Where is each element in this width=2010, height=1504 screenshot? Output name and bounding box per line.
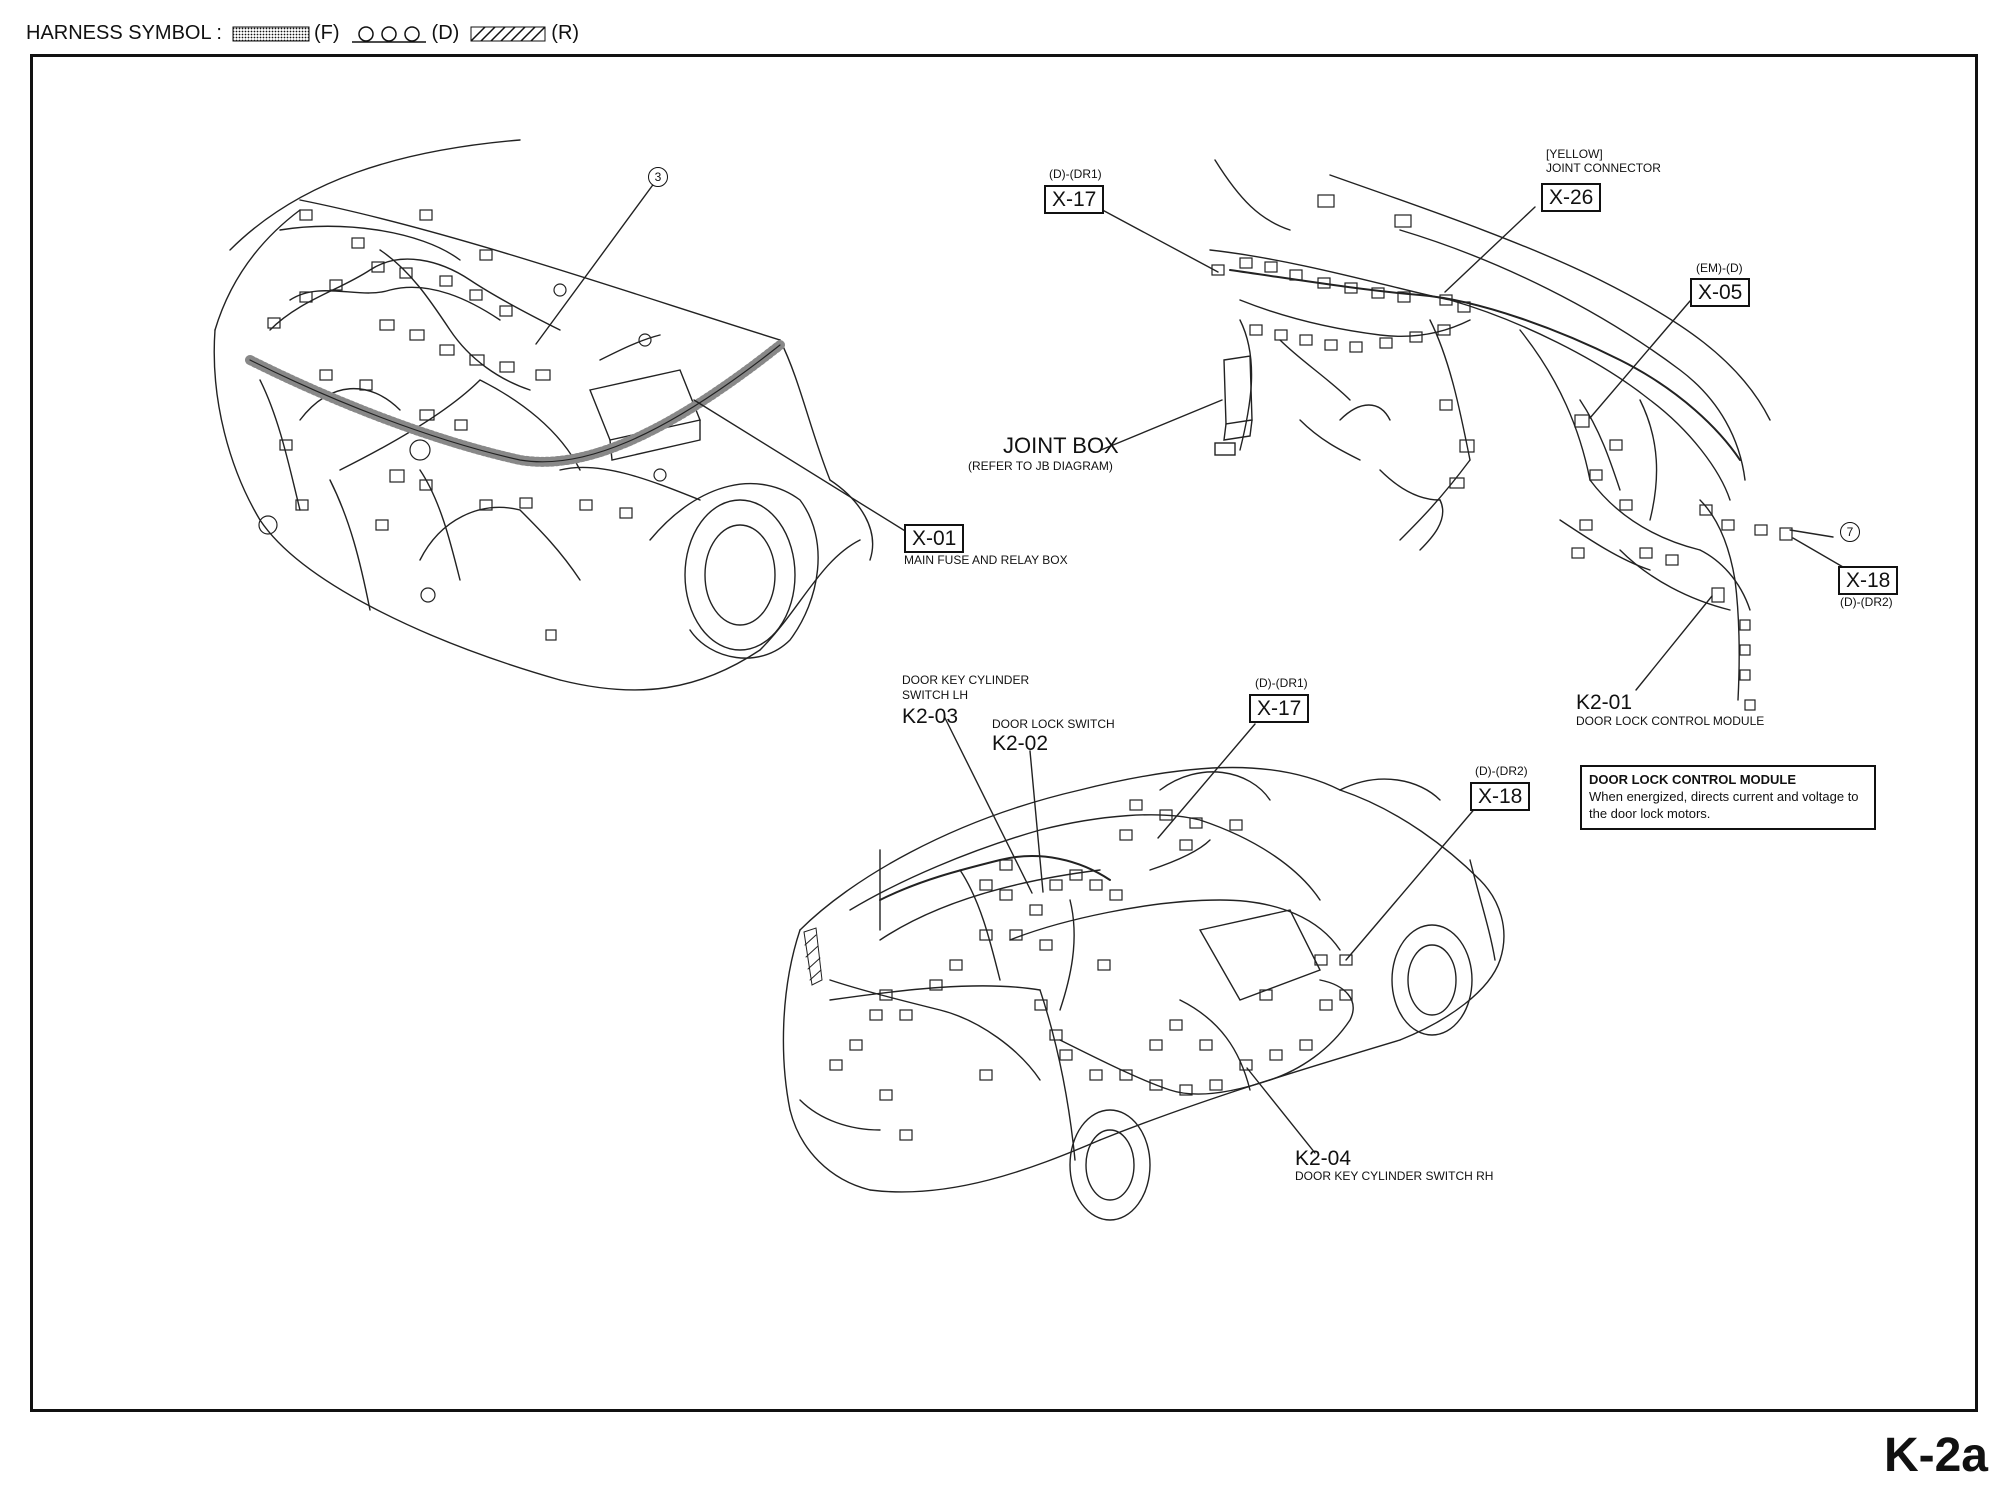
dashboard-connectors bbox=[1211, 194, 1793, 711]
dashboard-leader-lines bbox=[1094, 205, 1844, 691]
info-text: When energized, directs current and volt… bbox=[1589, 788, 1859, 821]
k201-code: K2-01 bbox=[1576, 691, 1633, 714]
k204-description: DOOR KEY CYLINDER SWITCH RH bbox=[1295, 1169, 1494, 1183]
x18-top-harness-code: (D)-(DR2) bbox=[1840, 595, 1893, 609]
x18-top-callout: X-18 bbox=[1838, 566, 1899, 595]
vehicle-leader-lines bbox=[944, 717, 1478, 1154]
k202-description: DOOR LOCK SWITCH bbox=[992, 717, 1115, 731]
door-lock-control-module-info: DOOR LOCK CONTROL MODULE When energized,… bbox=[1580, 765, 1876, 830]
legend-code-r: (R) bbox=[551, 22, 580, 44]
x18-bottom-harness-code: (D)-(DR2) bbox=[1475, 764, 1528, 778]
k201-description: DOOR LOCK CONTROL MODULE bbox=[1576, 714, 1765, 728]
k203-code: K2-03 bbox=[902, 705, 959, 728]
x17-bottom-callout: X-17 bbox=[1249, 694, 1310, 723]
engine-leader-lines bbox=[535, 181, 911, 535]
legend-code-f: (F) bbox=[313, 22, 340, 44]
x17-bottom-harness-code: (D)-(DR1) bbox=[1255, 676, 1308, 690]
engine-connectors bbox=[258, 209, 667, 641]
reference-7-marker: 7 bbox=[1840, 522, 1860, 542]
legend-dotted-symbol bbox=[232, 26, 310, 41]
x01-callout: X-01 bbox=[904, 524, 965, 553]
dashboard-illustration bbox=[1209, 159, 1771, 701]
x01-description: MAIN FUSE AND RELAY BOX bbox=[904, 553, 1068, 567]
harness-symbol-legend: HARNESS SYMBOL : (F) (D) (R) bbox=[26, 22, 579, 45]
joint-box-label: JOINT BOX bbox=[1003, 433, 1119, 458]
diagram-frame bbox=[30, 54, 1978, 1412]
vehicle-body-illustration bbox=[782, 766, 1505, 1221]
x17-top-harness-code: (D)-(DR1) bbox=[1049, 167, 1102, 181]
engine-compartment-illustration bbox=[213, 139, 874, 691]
x26-callout: X-26 bbox=[1541, 183, 1602, 212]
x26-color-label: [YELLOW] bbox=[1546, 147, 1603, 161]
joint-box-note: (REFER TO JB DIAGRAM) bbox=[968, 459, 1113, 473]
page-id: K-2a bbox=[1883, 1429, 1988, 1482]
reference-3-marker: 3 bbox=[648, 167, 668, 187]
legend-prefix: HARNESS SYMBOL : bbox=[26, 22, 222, 44]
legend-hatched-symbol bbox=[470, 25, 546, 42]
x26-description: JOINT CONNECTOR bbox=[1546, 161, 1661, 175]
info-title: DOOR LOCK CONTROL MODULE bbox=[1589, 772, 1797, 787]
x05-callout: X-05 bbox=[1690, 278, 1751, 307]
k203-description-1: DOOR KEY CYLINDER bbox=[902, 673, 1030, 687]
k203-description-2: SWITCH LH bbox=[902, 688, 968, 702]
k202-code: K2-02 bbox=[992, 732, 1049, 755]
x05-harness-code: (EM)-(D) bbox=[1696, 261, 1743, 275]
x17-top-callout: X-17 bbox=[1044, 185, 1105, 214]
k204-code: K2-04 bbox=[1295, 1147, 1352, 1170]
x18-bottom-callout: X-18 bbox=[1470, 782, 1531, 811]
legend-code-d: (D) bbox=[431, 22, 460, 44]
legend-circles-symbol bbox=[351, 25, 426, 43]
vehicle-connectors bbox=[829, 799, 1353, 1141]
